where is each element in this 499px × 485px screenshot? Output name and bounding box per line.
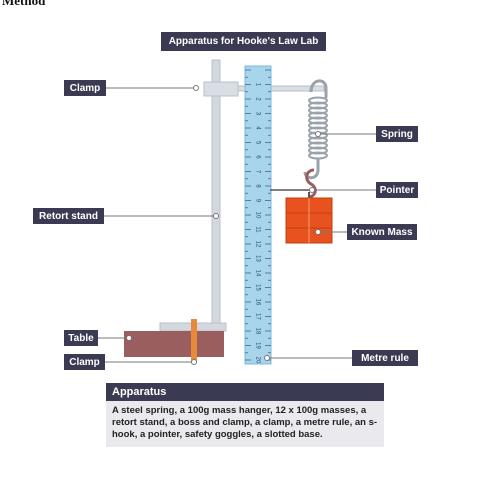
leader-dot-clamp-top (193, 85, 199, 91)
label-pointer: Pointer (376, 182, 418, 198)
ruler-number: 17 (254, 313, 260, 320)
ruler-number: 8 (254, 184, 260, 188)
ruler-number: 19 (254, 342, 260, 349)
ruler-number: 15 (254, 284, 260, 291)
leader-dot-spring (315, 131, 321, 137)
bottom-clamp-bar (191, 319, 197, 363)
leader-dot-mass (315, 229, 321, 235)
spring-top-hook (309, 79, 328, 98)
spring-coils (308, 96, 328, 160)
boss-clamp (203, 81, 239, 97)
ruler-number: 5 (254, 141, 260, 145)
leader-dot-metre-rule (264, 355, 270, 361)
ruler-number: 11 (254, 226, 260, 233)
apparatus-heading: Apparatus (106, 383, 384, 401)
label-known-mass: Known Mass (347, 224, 417, 240)
label-clamp-top: Clamp (64, 80, 106, 96)
ruler-number: 14 (254, 270, 260, 277)
label-clamp-bottom: Clamp (64, 354, 105, 370)
ruler-number: 6 (254, 155, 260, 159)
spring-bottom-hook (303, 158, 320, 180)
s-hook (305, 168, 317, 199)
leader-dot-pointer (309, 187, 315, 193)
label-table: Table (64, 330, 98, 346)
ruler-number: 13 (254, 255, 260, 262)
ruler-number: 16 (254, 299, 260, 306)
apparatus-description: A steel spring, a 100g mass hanger, 12 x… (106, 401, 384, 447)
ruler-number: 7 (254, 170, 260, 174)
leader-dot-clamp-bottom (191, 359, 197, 365)
ruler-number: 4 (254, 126, 260, 130)
ruler-number: 12 (254, 241, 260, 248)
leader-dot-retort (213, 213, 219, 219)
clamp-arm (237, 85, 325, 92)
ruler-number: 9 (254, 199, 260, 203)
label-metre-rule: Metre rule (352, 350, 418, 366)
ruler-number: 18 (254, 328, 260, 335)
ruler-number: 1 (254, 83, 260, 87)
table (124, 331, 224, 357)
ruler-number: 20 (254, 357, 260, 364)
spring-coil (308, 151, 328, 160)
diagram-title: Apparatus for Hooke's Law Lab (161, 32, 326, 51)
ruler-number: 2 (254, 97, 260, 101)
label-retort-stand: Retort stand (33, 208, 104, 224)
page-heading: Method (2, 0, 46, 8)
leader-dot-table (126, 335, 132, 341)
ruler-number: 10 (254, 212, 260, 219)
label-spring: Spring (376, 126, 418, 142)
ruler-ticks (245, 69, 271, 361)
ruler-number: 3 (254, 112, 260, 116)
retort-stand-rod (211, 59, 221, 331)
